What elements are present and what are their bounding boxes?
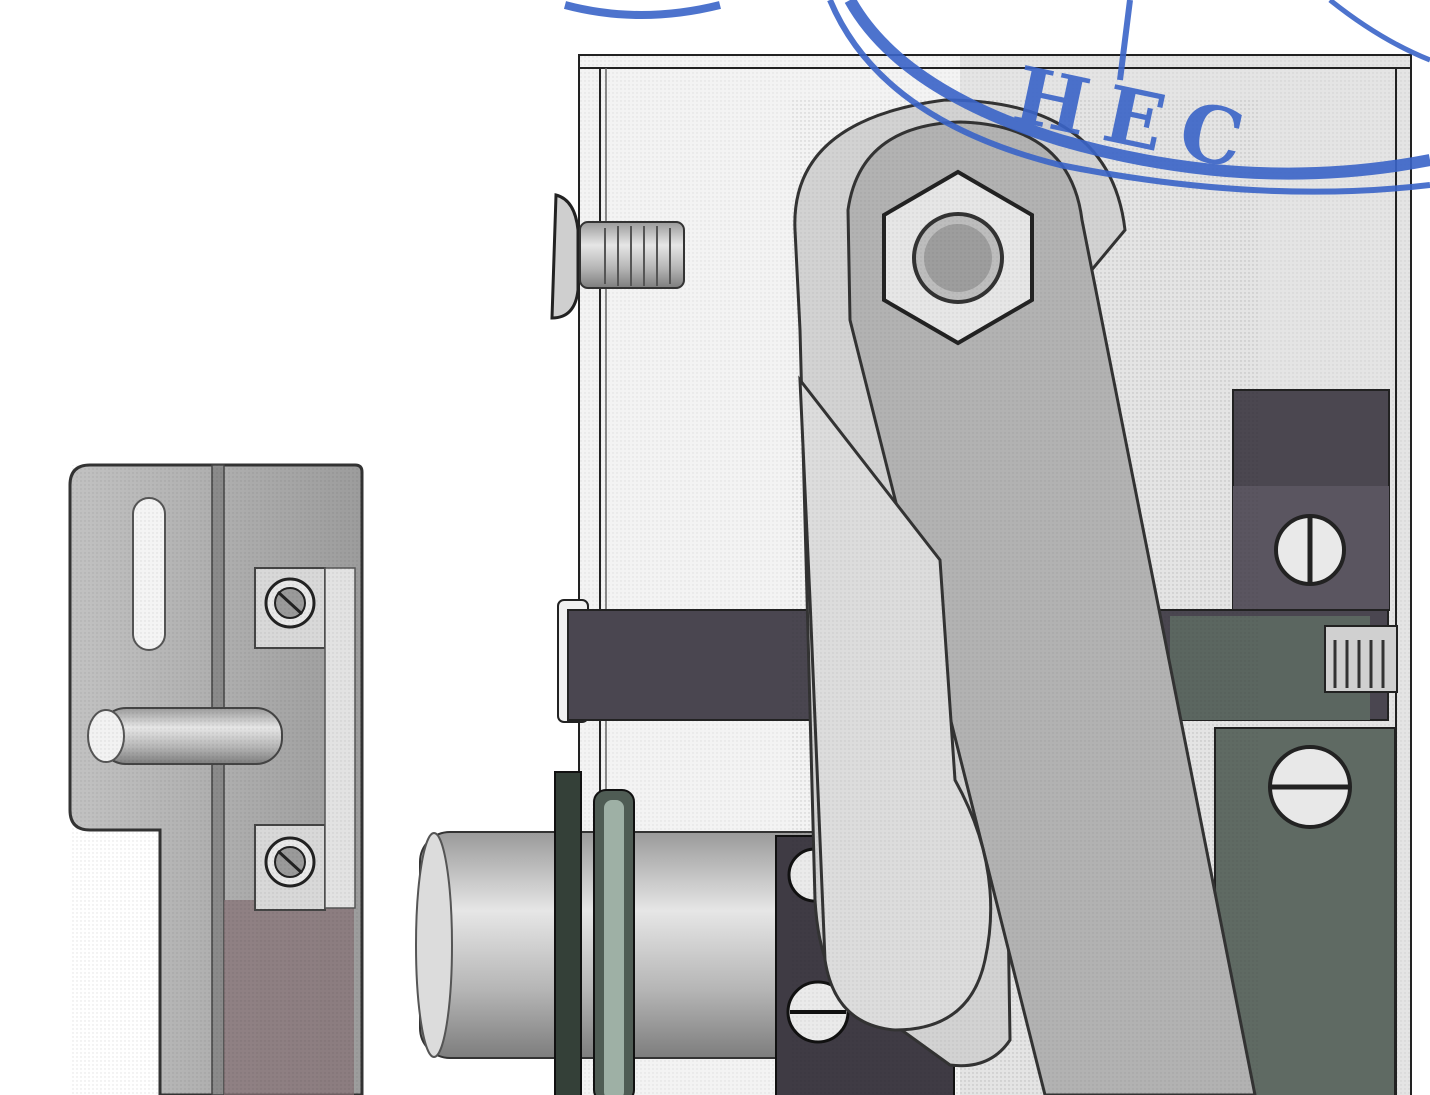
slotted-screw-icon bbox=[1268, 745, 1352, 829]
slotted-screw-icon bbox=[1274, 514, 1346, 586]
pulley-wheel-icon bbox=[554, 771, 635, 1095]
pivot-lever bbox=[790, 98, 1260, 1095]
mounting-bolt-icon bbox=[550, 193, 685, 320]
left-bracket bbox=[68, 463, 364, 1095]
knurled-knob-icon bbox=[1324, 625, 1398, 693]
